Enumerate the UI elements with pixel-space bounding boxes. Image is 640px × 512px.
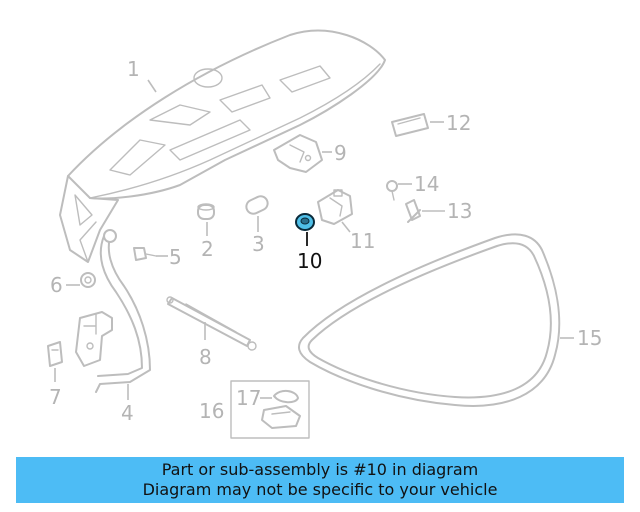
callout-7: 7 — [49, 385, 62, 409]
callout-1: 1 — [127, 57, 140, 81]
parts-diagram: 1 2 3 4 5 6 7 — [47, 29, 602, 439]
callout-11: 11 — [350, 229, 375, 253]
callout-14: 14 — [414, 172, 439, 196]
latch-part — [317, 189, 353, 225]
callout-17: 17 — [236, 386, 261, 410]
callout-6: 6 — [50, 273, 63, 297]
trim-clip-part — [261, 390, 301, 429]
nut-part — [80, 272, 96, 288]
clip-part-highlighted — [295, 213, 315, 231]
callout-2: 2 — [201, 237, 214, 261]
callout-15: 15 — [577, 326, 602, 350]
callout-9: 9 — [334, 141, 347, 165]
hinge-bracket-part — [75, 311, 113, 367]
sub-assembly-box — [230, 380, 310, 439]
bump-stop-part — [197, 203, 215, 220]
weatherstrip-part — [297, 233, 561, 407]
screw-part — [386, 180, 398, 201]
hinge-arm-part — [95, 229, 151, 393]
callout-4: 4 — [121, 401, 134, 425]
gas-strut-part — [166, 296, 257, 351]
latch-bracket-part — [273, 134, 323, 173]
callout-13: 13 — [447, 199, 472, 223]
grommet-part — [245, 195, 269, 215]
info-banner: Part or sub-assembly is #10 in diagram D… — [16, 457, 624, 503]
switch-part — [391, 113, 429, 137]
callout-8: 8 — [199, 345, 212, 369]
banner-line-1: Part or sub-assembly is #10 in diagram — [161, 460, 479, 479]
callout-5: 5 — [169, 245, 182, 269]
banner-line-2: Diagram may not be specific to your vehi… — [142, 480, 498, 499]
callout-12: 12 — [446, 111, 471, 135]
small-bracket-part — [47, 341, 63, 367]
callout-3: 3 — [252, 232, 265, 256]
bolt-part — [133, 247, 157, 261]
callout-10: 10 — [297, 249, 322, 273]
callout-16: 16 — [199, 399, 224, 423]
trunk-lid-part — [59, 29, 386, 263]
handle-part — [405, 199, 421, 223]
